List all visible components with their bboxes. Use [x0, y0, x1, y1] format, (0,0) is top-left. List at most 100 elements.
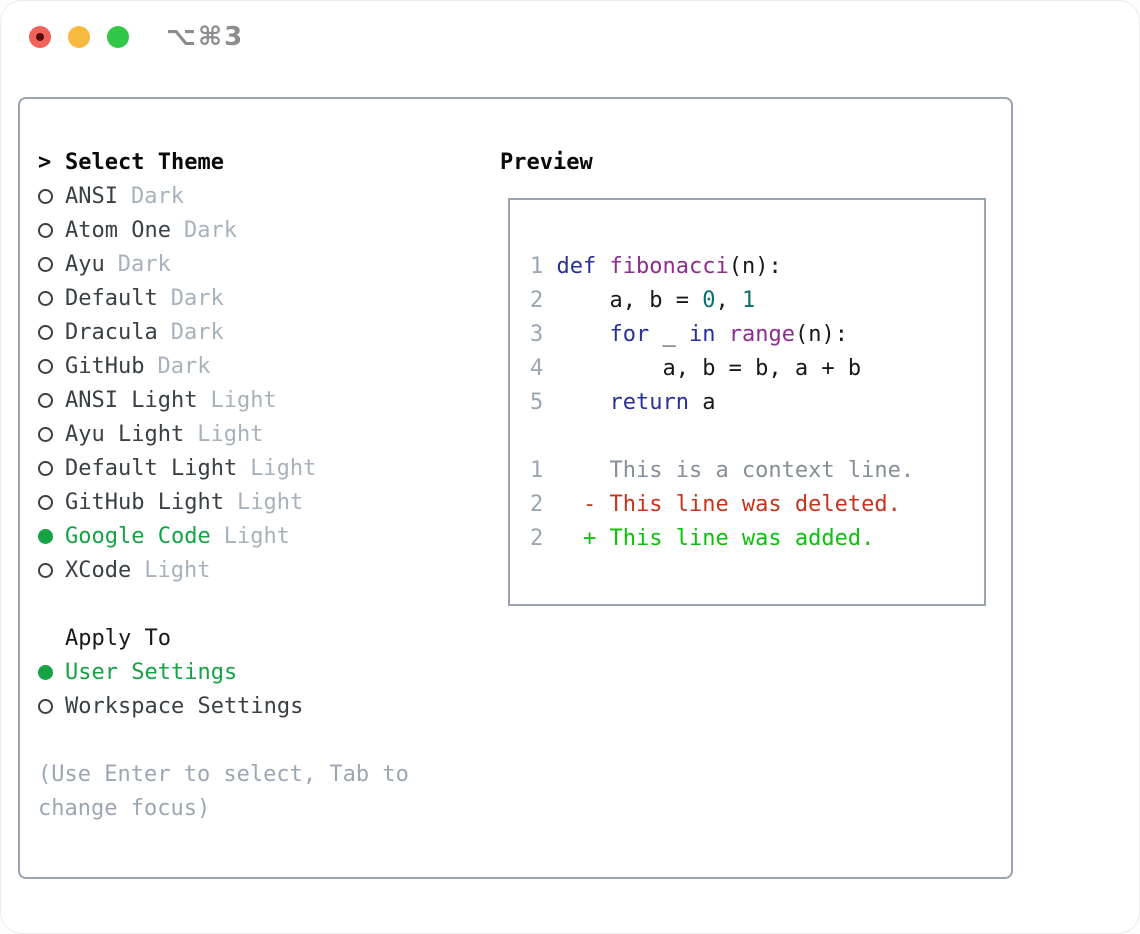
code-segment: 1: [741, 288, 756, 313]
line-number: 1: [530, 254, 557, 279]
radio-icon: [38, 222, 65, 238]
line-number: 2: [530, 492, 557, 517]
diff-added-line: 2 + This line was added.: [530, 522, 984, 556]
code-line: 4 a, b = b, a + b: [530, 352, 984, 386]
help-text-line-1: (Use Enter to select, Tab to: [38, 761, 409, 787]
line-number: 2: [530, 288, 557, 313]
theme-name: Dracula: [65, 319, 158, 345]
radio-selected-icon: [38, 664, 65, 680]
apply-option-user-settings[interactable]: User Settings: [38, 655, 409, 689]
code-segment: fibonacci: [609, 254, 729, 279]
radio-icon: [38, 358, 65, 374]
theme-name: Ayu Light: [65, 421, 185, 447]
theme-variant: Dark: [117, 251, 171, 277]
theme-variant: Light: [223, 523, 290, 549]
line-number: 5: [530, 390, 557, 415]
theme-name: Default Light: [65, 455, 238, 481]
theme-option-ansi-dark[interactable]: ANSI Dark: [38, 179, 409, 213]
apply-to-header: Apply To: [38, 621, 409, 655]
code-segment: [557, 390, 610, 415]
theme-option-xcode[interactable]: XCode Light: [38, 553, 409, 587]
theme-variant: Dark: [170, 285, 224, 311]
code-line-blank: [530, 420, 984, 454]
theme-name: Google Code: [65, 523, 211, 549]
spacer: [38, 587, 409, 621]
theme-name: ANSI: [65, 183, 118, 209]
help-text-line-2: change focus): [38, 795, 211, 821]
code-segment: This is a context line.: [556, 458, 915, 483]
radio-selected-icon: [38, 528, 65, 544]
code-segment: _: [649, 322, 689, 347]
code-line: 3 for _ in range(n):: [530, 318, 984, 352]
radio-icon: [38, 494, 65, 510]
theme-variant: Dark: [130, 183, 184, 209]
theme-option-google-code[interactable]: Google Code Light: [38, 519, 409, 553]
theme-variant: Light: [197, 421, 264, 447]
theme-option-ayu-light[interactable]: Ayu Light Light: [38, 417, 409, 451]
window-title: ⌥⌘3: [166, 22, 245, 52]
theme-list-title: Select Theme: [65, 149, 224, 175]
apply-option-label: Workspace Settings: [65, 693, 304, 719]
theme-name: Ayu: [65, 251, 105, 277]
theme-variant: Dark: [183, 217, 237, 243]
radio-icon: [38, 324, 65, 340]
theme-option-ayu-dark[interactable]: Ayu Dark: [38, 247, 409, 281]
code-segment: a, b = b, a + b: [556, 356, 862, 381]
focus-caret-icon: >: [38, 149, 52, 175]
theme-name: ANSI Light: [65, 387, 198, 413]
theme-variant: Light: [250, 455, 317, 481]
theme-list-header: > Select Theme: [38, 145, 409, 179]
radio-icon: [38, 256, 65, 272]
theme-name: XCode: [65, 557, 132, 583]
apply-to-title: Apply To: [65, 625, 171, 651]
code-segment: def: [556, 254, 610, 279]
apply-option-label: User Settings: [65, 659, 238, 685]
theme-option-ansi-light[interactable]: ANSI Light Light: [38, 383, 409, 417]
theme-variant: Dark: [170, 319, 224, 345]
preview-panel: 1 def fibonacci(n): 2 a, b = 0, 1 3 for …: [508, 198, 986, 606]
minimize-button[interactable]: [68, 26, 90, 48]
radio-icon: [38, 290, 65, 306]
code-segment: a: [688, 390, 716, 415]
code-segment: in: [688, 322, 716, 347]
code-segment: + This line was added.: [556, 526, 875, 551]
code-segment: return: [609, 390, 689, 415]
radio-icon: [38, 698, 65, 714]
apply-option-workspace-settings[interactable]: Workspace Settings: [38, 689, 409, 723]
code-line: 1 def fibonacci(n):: [530, 250, 984, 284]
code-segment: 0: [702, 288, 716, 313]
code-segment: [715, 322, 728, 347]
radio-icon: [38, 188, 65, 204]
radio-icon: [38, 562, 65, 578]
theme-option-atom-one-dark[interactable]: Atom One Dark: [38, 213, 409, 247]
theme-option-default-light[interactable]: Default Light Light: [38, 451, 409, 485]
line-number: 1: [530, 458, 557, 483]
theme-variant: Light: [236, 489, 304, 515]
theme-variant: Dark: [157, 353, 211, 379]
close-dot-icon: [36, 33, 44, 41]
code-segment: (n):: [794, 322, 848, 347]
diff-context-line: 1 This is a context line.: [530, 454, 984, 488]
theme-option-dracula-dark[interactable]: Dracula Dark: [38, 315, 409, 349]
theme-variant: Light: [144, 557, 211, 583]
close-button[interactable]: [29, 26, 51, 48]
maximize-button[interactable]: [107, 26, 129, 48]
spacer: [38, 723, 409, 757]
code-segment: range: [728, 322, 795, 347]
code-segment: ,: [715, 288, 742, 313]
line-number: 3: [530, 322, 557, 347]
radio-icon: [38, 392, 65, 408]
code-line: 2 a, b = 0, 1: [530, 284, 984, 318]
code-line: 5 return a: [530, 386, 984, 420]
radio-icon: [38, 426, 65, 442]
radio-icon: [38, 460, 65, 476]
code-segment: a, b =: [556, 288, 703, 313]
theme-name: Atom One: [65, 217, 171, 243]
theme-variant: Light: [210, 387, 277, 413]
line-number: 2: [530, 526, 557, 551]
code-segment: - This line was deleted.: [556, 492, 901, 517]
